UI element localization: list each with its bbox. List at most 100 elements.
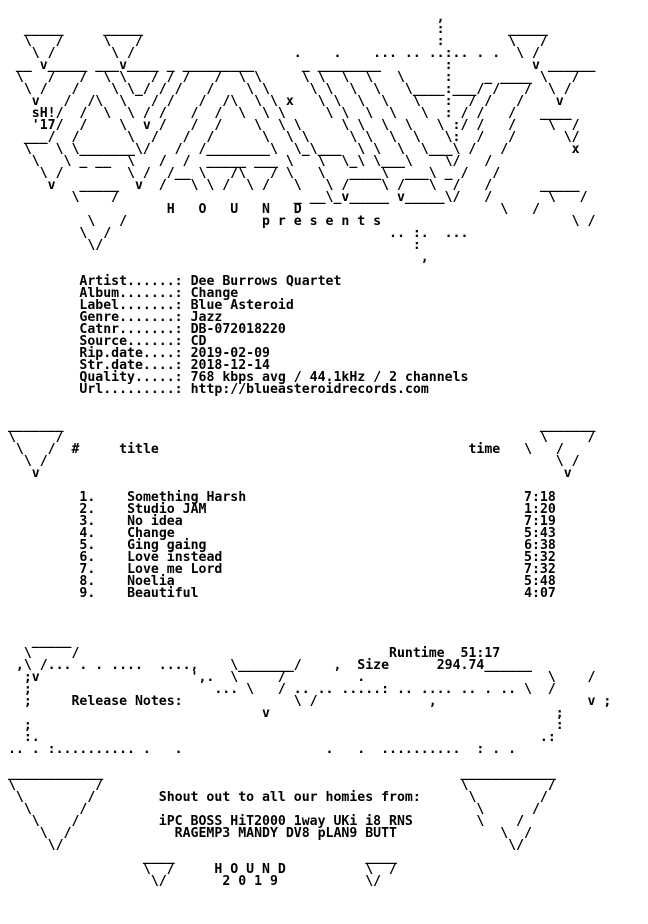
info-value: Dee Burrows Quartet — [190, 274, 342, 289]
track-number: 9. — [79, 586, 96, 601]
track-title: Noelia — [127, 574, 175, 589]
info-row: Source......: CD — [0, 334, 611, 349]
info-row: Url.........: http://blueasteroidrecords… — [0, 382, 611, 397]
release-notes-label: Release Notes: — [71, 694, 183, 709]
track-time: 6:38 — [524, 538, 556, 553]
track-number: 6. — [79, 550, 96, 565]
track-time: 7:18 — [524, 490, 556, 505]
decor-line: \ / .. :. ... — [0, 226, 469, 241]
release-info-block: Artist......: Dee Burrows Quartet Album.… — [0, 274, 611, 397]
header-art-line: \ / \ / : \ / — [0, 34, 548, 49]
info-label: Str.date....: — [79, 358, 183, 373]
track-number: 8. — [79, 574, 96, 589]
info-value: CD — [190, 334, 207, 349]
track-row: 7. Love me Lord 7:32 — [0, 562, 611, 577]
track-time: 5:43 — [524, 526, 556, 541]
shoutout-groups-row-1: \ / iPC BOSS HiT2000 1way UKi i8 RNS \ / — [0, 814, 525, 829]
track-title: Studio JAM — [127, 502, 207, 517]
header-art-line: \ / \ / . . ... .. ..:.. . . \ / — [0, 46, 540, 61]
header-art-line: \ \ \_______\/ / /________\ \_\___ \ \ \… — [0, 142, 580, 157]
shoutout-art-bottom: \/ \/ ____ ____ — [47, 838, 525, 865]
info-row: Str.date....: 2018-12-14 — [0, 358, 611, 373]
track-row: 1. Something Harsh 7:18 — [0, 490, 611, 505]
header-art-line: \ / / \ \_/ / / / \ \ \ \ \ \ \____:___/… — [0, 82, 572, 97]
footer-year: 2 0 1 9 — [222, 874, 278, 889]
header-art-line: v _____ v / \ \ / \ / \ \ / \ / \ / / __… — [0, 178, 580, 193]
info-label: Source......: — [79, 334, 183, 349]
info-value: Blue Asteroid — [190, 298, 294, 313]
info-row: Artist......: Dee Burrows Quartet — [0, 274, 611, 289]
header-art-line: sH!/ / \ \ / / / / \ \ \ \ \ \ \ \ : / /… — [0, 106, 572, 121]
info-label: Rip.date....: — [79, 346, 183, 361]
info-row: Quality.....: 768 kbps avg / 44.1kHz / 2… — [0, 370, 611, 385]
footer-group-row: \ / H O U N D \ / — [0, 862, 397, 877]
info-row: Genre.......: Jazz — [0, 310, 611, 325]
tracklist: 1. Something Harsh 7:18 2. Studio JAM 1:… — [0, 490, 611, 601]
shoutout-groups-row-2: \ / RAGEMP3 MANDY DV8 pLAN9 BUTT \ / — [0, 826, 532, 841]
shoutout-title: Shout out to all our homies from: — [158, 790, 421, 805]
track-number: 3. — [79, 514, 96, 529]
header-art-line: __ v_____ ___v____ _ _________ _ _______… — [0, 58, 596, 73]
header-ascii-art: , _____ _____ : _____ \ / \ / : \ / \ / … — [0, 11, 611, 205]
decor-lines: \ / .. :. ... \/ : , — [0, 226, 611, 265]
info-label: Genre.......: — [79, 310, 183, 325]
info-label: Url.........: — [79, 382, 183, 397]
track-title: Change — [127, 526, 175, 541]
track-title: Love instead — [127, 550, 223, 565]
group-name-line: H O U N D \ / — [166, 202, 540, 217]
footer-year-row: \/ 2 0 1 9 \/ — [0, 874, 382, 889]
track-row: 9. Beautiful 4:07 — [0, 586, 611, 601]
info-row: Album.......: Change — [0, 286, 611, 301]
tracklist-bottom-art: \ / \ / v v — [23, 454, 580, 481]
tracklist-header-time: time — [468, 442, 501, 457]
track-row: 3. No idea 7:19 — [0, 514, 611, 529]
track-row: 5. Ging gaing 6:38 — [0, 538, 611, 553]
track-row: 8. Noelia 5:48 — [0, 574, 611, 589]
track-number: 2. — [79, 502, 96, 517]
header-art-line: '17/ / \ v / / / \ \ \ \ \ \ \ \ :/ / / … — [0, 118, 580, 133]
track-time: 7:19 — [524, 514, 556, 529]
notes-box-top: _____ \ / Runtime 51:17 — [23, 634, 501, 661]
notes-box-bottom: v ; ; : :. .: .. . :.......... — [7, 706, 564, 757]
header-art-line: \ / / \ \ / / / / \ \ \ \ \ \ \ : _ ____… — [0, 70, 580, 85]
shoutout-groups-1: iPC BOSS HiT2000 1way UKi i8 RNS — [158, 814, 413, 829]
track-title: No idea — [127, 514, 183, 529]
info-value: 768 kbps avg / 44.1kHz / 2 channels — [190, 370, 469, 385]
track-row: 4. Change 5:43 — [0, 526, 611, 541]
track-time: 5:48 — [524, 574, 556, 589]
track-title: Something Harsh — [127, 490, 247, 505]
tracklist-top-art: _______ _______ \ / \ / — [7, 418, 596, 445]
notes-box-size-row: ,\ /... . . .... ...., \_______/ , Size … — [0, 658, 532, 673]
info-value: Jazz — [190, 310, 223, 325]
shoutout-groups-2: RAGEMP3 MANDY DV8 pLAN9 BUTT — [174, 826, 397, 841]
track-time: 4:07 — [524, 586, 556, 601]
track-title: Ging gaing — [127, 538, 207, 553]
info-label: Artist......: — [79, 274, 183, 289]
info-label: Label.......: — [79, 298, 183, 313]
info-label: Album.......: — [79, 286, 183, 301]
header-art-line: ___/ / \ / / / \ \ \ \ \ \ \ \: / / \/ — [0, 130, 580, 145]
tracklist-header-num: # — [71, 442, 80, 457]
shoutout-art-top: ____________ ____________ \ / \ / — [7, 766, 556, 793]
shoutout-art-mid: \ / \ / — [0, 802, 540, 817]
group-name: H O U N D — [166, 202, 302, 217]
info-value: 2019-02-09 — [190, 346, 270, 361]
info-row: Rip.date....: 2019-02-09 — [0, 346, 611, 361]
info-label: Catnr.......: — [79, 322, 183, 337]
info-row: Catnr.......: DB-072018220 — [0, 322, 611, 337]
size-label: Size — [357, 658, 390, 673]
header-art-line: _____ _____ : _____ — [0, 22, 548, 37]
decor-line: , — [0, 250, 429, 265]
track-time: 1:20 — [524, 502, 556, 517]
track-time: 5:32 — [524, 550, 556, 565]
header-art-line: \ / _ __\_v_____ v_____\/ / \ / — [0, 190, 588, 205]
runtime-label: Runtime — [389, 646, 445, 661]
info-value: DB-072018220 — [190, 322, 286, 337]
info-value: Change — [190, 286, 239, 301]
track-title: Love me Lord — [127, 562, 223, 577]
tracklist-header-row: \ / # title time \ / — [0, 442, 564, 457]
header-art-line: v / /\ \ / / / /\ \ \ x \ \ \ \ \ : / / … — [0, 94, 564, 109]
info-value: 2018-12-14 — [190, 358, 270, 373]
decor-line: \/ : — [0, 238, 421, 253]
nfo-document: , _____ _____ : _____ \ / \ / : \ / \ / … — [0, 11, 611, 889]
